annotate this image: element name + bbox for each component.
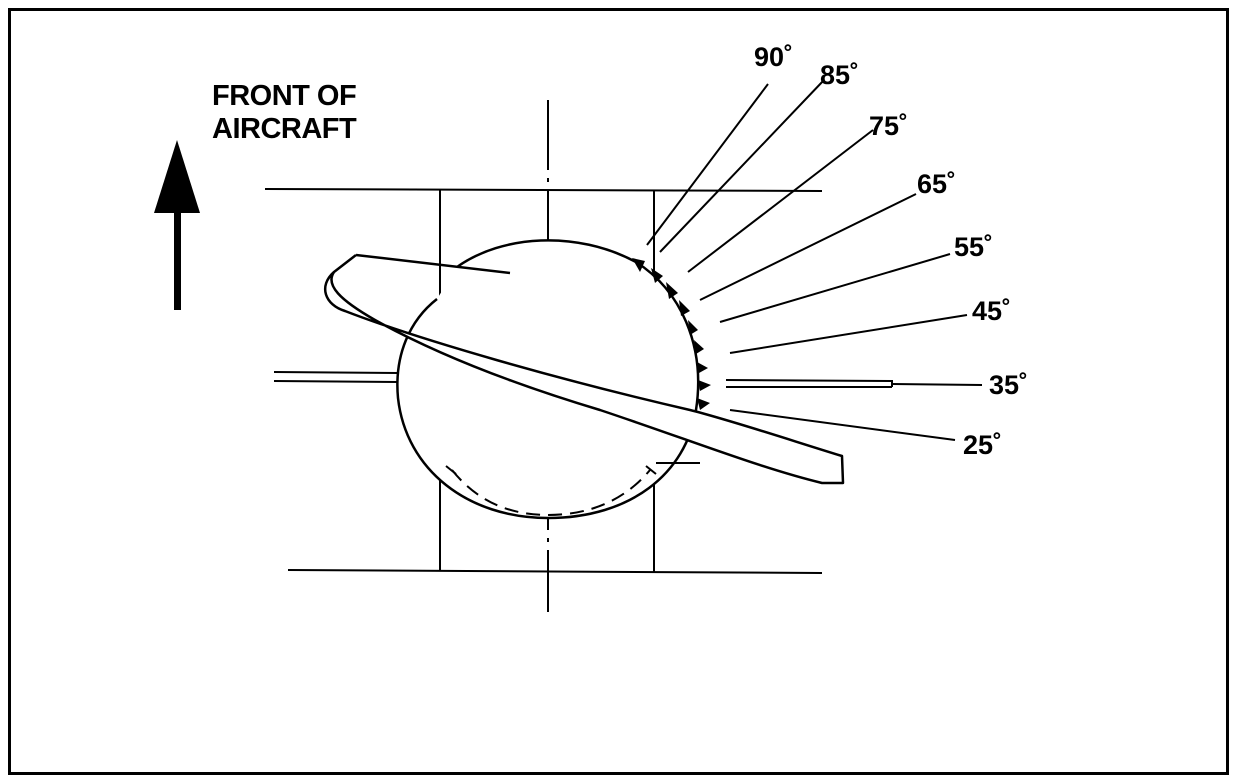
- angle-label-25: 25˚: [963, 430, 1003, 460]
- angle-label-35: 35˚: [989, 370, 1029, 400]
- angle-label-85: 85˚: [820, 60, 860, 90]
- flap-lever: [323, 253, 845, 485]
- angle-label-90: 90˚: [754, 42, 794, 72]
- front-of-aircraft-label: FRONT OF AIRCRAFT: [212, 80, 357, 146]
- angle-label-45: 45˚: [972, 296, 1012, 326]
- angle-label-75: 75˚: [869, 111, 909, 141]
- front-label-line2: AIRCRAFT: [212, 113, 357, 145]
- front-label-line1: FRONT OF: [212, 80, 357, 112]
- angle-label-65: 65˚: [917, 169, 957, 199]
- leader-lines: [646, 79, 983, 441]
- angle-label-55: 55˚: [954, 232, 994, 262]
- arrow-up-icon: [154, 140, 200, 310]
- detent-teeth: [632, 258, 711, 410]
